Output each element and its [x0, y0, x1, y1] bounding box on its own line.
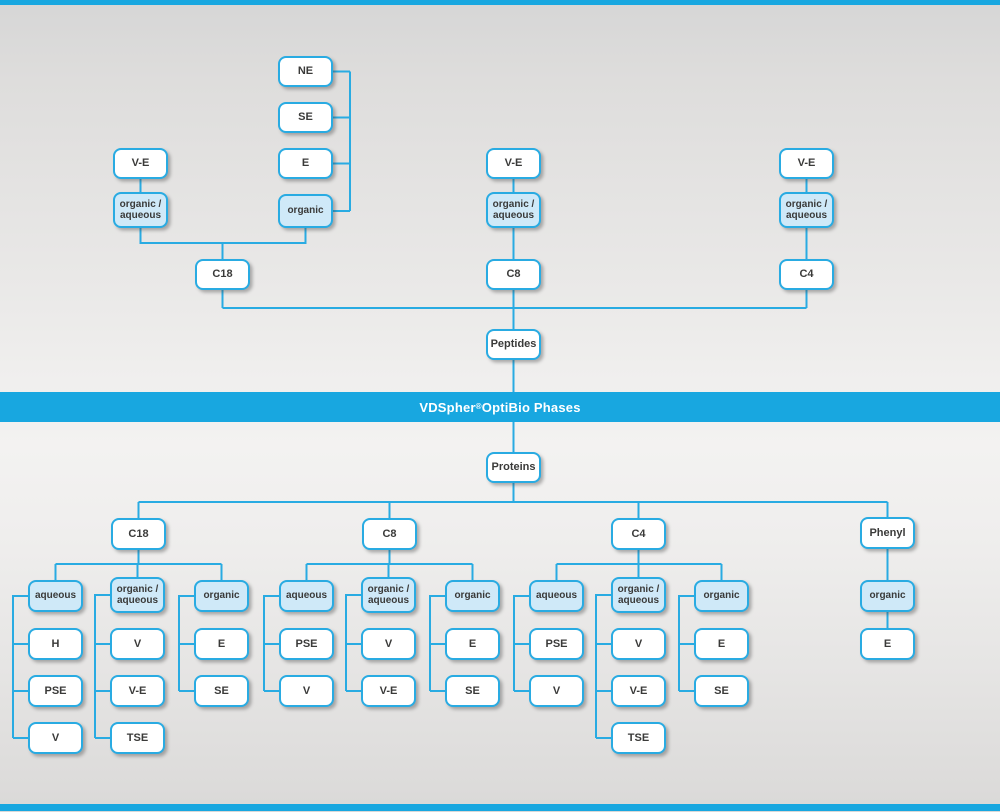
node-phenyl-organic: organic: [860, 580, 915, 612]
node-pep-c4: C4: [779, 259, 834, 290]
node-pep-c4-ve: V-E: [779, 148, 834, 179]
node-c18-oa-v: V: [110, 628, 165, 660]
node-c8-organic: organic: [445, 580, 500, 612]
node-pep-c18: C18: [195, 259, 250, 290]
node-c4-aq-v: V: [529, 675, 584, 707]
node-c4-oa-v: V: [611, 628, 666, 660]
node-c8-or-se: SE: [445, 675, 500, 707]
connector-banner-roots: [137, 422, 889, 518]
node-c18-aqueous: aqueous: [28, 580, 83, 612]
node-c8-oa-ve: V-E: [361, 675, 416, 707]
node-pep-c8-ve: V-E: [486, 148, 541, 179]
node-prot-c8: C8: [362, 518, 417, 550]
node-c4-aq-pse: PSE: [529, 628, 584, 660]
node-pep-organic: organic: [278, 194, 333, 228]
node-c18-oa-tse: TSE: [110, 722, 165, 754]
top-accent-bar: [0, 0, 1000, 5]
node-c18-or-se: SE: [194, 675, 249, 707]
node-c8-aqueous: aqueous: [279, 580, 334, 612]
node-pep-e: E: [278, 148, 333, 179]
banner-brand: VDSpher: [419, 399, 476, 415]
node-prot-c18: C18: [111, 518, 166, 550]
node-pep-c4-mode: organic / aqueous: [779, 192, 834, 228]
node-c4-or-se: SE: [694, 675, 749, 707]
node-c18-or-e: E: [194, 628, 249, 660]
node-c8-oa-v: V: [361, 628, 416, 660]
bottom-accent-bar: [0, 804, 1000, 811]
node-pep-c18-ve: V-E: [113, 148, 168, 179]
node-c18-aq-h: H: [28, 628, 83, 660]
node-c8-aq-pse: PSE: [279, 628, 334, 660]
node-pep-c18-mode: organic / aqueous: [113, 192, 168, 228]
node-proteins-root: Proteins: [486, 452, 541, 483]
node-c18-aq-pse: PSE: [28, 675, 83, 707]
node-c4-organic-aqueous: organic / aqueous: [611, 577, 666, 613]
node-c18-organic-aqueous: organic / aqueous: [110, 577, 165, 613]
node-c8-organic-aqueous: organic / aqueous: [361, 577, 416, 613]
node-c8-or-e: E: [445, 628, 500, 660]
node-c18-oa-ve: V-E: [110, 675, 165, 707]
node-c4-or-e: E: [694, 628, 749, 660]
node-c4-organic: organic: [694, 580, 749, 612]
node-c4-aqueous: aqueous: [529, 580, 584, 612]
title-banner: VDSpher® OptiBio Phases: [0, 392, 1000, 422]
node-pep-ne: NE: [278, 56, 333, 87]
node-pep-c8: C8: [486, 259, 541, 290]
node-prot-c4: C4: [611, 518, 666, 550]
node-pep-c8-mode: organic / aqueous: [486, 192, 541, 228]
node-c18-organic: organic: [194, 580, 249, 612]
node-c4-oa-ve: V-E: [611, 675, 666, 707]
connector-peptides-section: [139, 70, 808, 392]
node-c18-aq-v: V: [28, 722, 83, 754]
connector-proteins-groups: [54, 549, 889, 628]
node-phenyl-or-e: E: [860, 628, 915, 660]
node-c8-aq-v: V: [279, 675, 334, 707]
node-pep-se: SE: [278, 102, 333, 133]
node-prot-phenyl: Phenyl: [860, 517, 915, 549]
banner-suffix: OptiBio Phases: [481, 399, 581, 415]
node-peptides-root: Peptides: [486, 329, 541, 360]
node-c4-oa-tse: TSE: [611, 722, 666, 754]
connector-category-brackets: [12, 594, 694, 739]
